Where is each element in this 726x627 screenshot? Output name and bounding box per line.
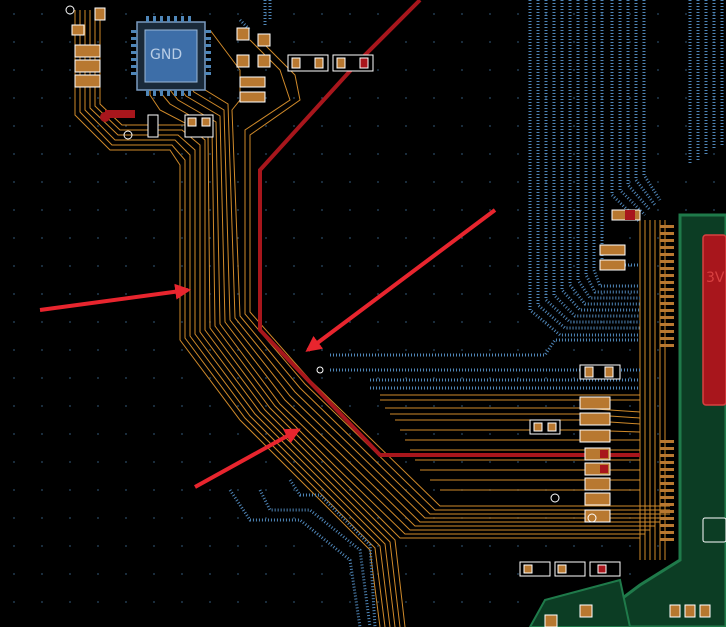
chip-label: GND xyxy=(150,47,182,63)
components[interactable] xyxy=(71,7,711,627)
arrow-left xyxy=(39,283,192,312)
chip-pins xyxy=(131,16,211,96)
vias xyxy=(65,5,597,523)
power-plane-region xyxy=(702,234,726,406)
power-pads xyxy=(100,112,635,473)
annotation-arrows xyxy=(39,208,497,489)
arrow-upper-right xyxy=(305,208,497,352)
arrow-lower xyxy=(194,428,301,489)
connector-fingers xyxy=(660,225,674,541)
edge-net-label: 3V xyxy=(706,270,725,286)
qfn-chip[interactable]: GND xyxy=(131,16,211,96)
edge-pad xyxy=(702,517,726,543)
